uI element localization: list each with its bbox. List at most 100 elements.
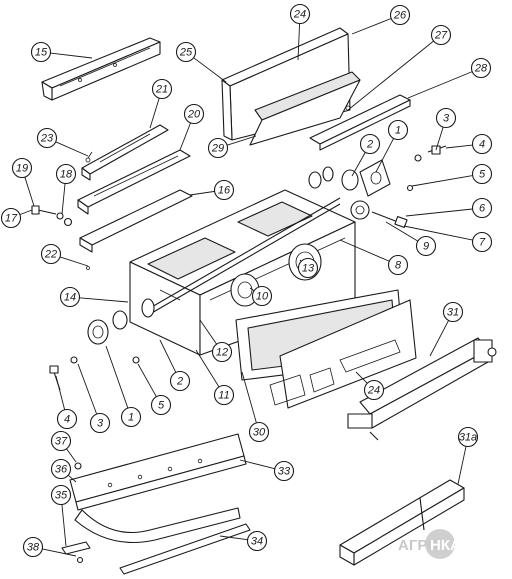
leader-line-30: [241, 371, 257, 423]
callout-number: 18: [60, 169, 73, 181]
leader-line-5: [411, 175, 473, 187]
leader-line-24: [355, 371, 368, 384]
leader-line-1: [375, 138, 394, 173]
callout-8: 8: [387, 254, 409, 276]
callout-labels: 1234567891013151617181920212223242526272…: [0, 3, 493, 558]
callout-circle: [273, 460, 295, 482]
callout-24: 24: [363, 379, 385, 401]
callout-circle: [359, 133, 381, 155]
callout-19: 19: [11, 157, 33, 179]
callout-circle: [207, 137, 229, 159]
part-15-rail: [41, 37, 161, 101]
part-34-strip: [119, 523, 251, 575]
callout-28: 28: [470, 57, 492, 79]
callout-circle: [430, 24, 452, 46]
callout-11: 11: [213, 384, 235, 406]
leader-line-12: [199, 319, 217, 345]
part-29-bar: [309, 94, 411, 151]
callout-17: 17: [0, 207, 22, 229]
callout-number: 9: [423, 241, 429, 253]
callout-circle: [470, 57, 492, 79]
callout-number: 31: [447, 307, 459, 319]
callout-circle: [248, 421, 270, 443]
callout-number: 5: [479, 169, 486, 181]
callout-circle: [289, 3, 311, 25]
callout-number: 10: [256, 291, 269, 303]
callout-number: 22: [44, 249, 57, 261]
callout-1: 1: [120, 406, 142, 428]
leader-line-3: [435, 126, 444, 151]
callout-16: 16: [213, 179, 235, 201]
callout-9: 9: [415, 235, 437, 257]
callout-4: 4: [56, 408, 78, 430]
callout-number: 24: [293, 9, 306, 21]
part-16-plate: [79, 189, 193, 253]
leader-line-2: [351, 152, 366, 177]
callout-circle: [471, 163, 493, 185]
callout-circle: [50, 484, 72, 506]
callout-circle: [175, 41, 197, 63]
leader-line-33: [239, 459, 275, 470]
callout-number: 27: [434, 30, 448, 42]
callout-number: 28: [474, 63, 488, 75]
leader-line-14: [79, 297, 129, 303]
callout-circle: [50, 430, 72, 452]
callout-4: 4: [471, 133, 493, 155]
leader-line-9: [385, 221, 419, 242]
drive-assembly-right: [341, 145, 447, 229]
part-14-shaft-end: [87, 298, 155, 345]
callout-5: 5: [471, 163, 493, 185]
callout-27: 27: [430, 24, 452, 46]
callout-5: 5: [150, 394, 172, 416]
callout-circle: [150, 394, 172, 416]
leader-line-37: [66, 448, 77, 463]
leader-line-3: [77, 363, 98, 415]
callout-circle: [55, 163, 77, 185]
leader-line-23: [55, 141, 89, 157]
callout-37: 37: [50, 430, 72, 452]
part-20-plate: [77, 149, 191, 215]
leader-line-18: [61, 183, 66, 215]
callout-34: 34: [246, 530, 268, 552]
callout-circle: [389, 4, 411, 26]
callout-circle: [183, 103, 205, 125]
callout-number: 29: [211, 143, 224, 155]
callout-circle: [442, 301, 464, 323]
callout-number: 4: [479, 139, 485, 151]
callout-circle: [415, 235, 437, 257]
leader-line-21: [149, 97, 160, 129]
leader-line-35: [61, 504, 67, 547]
callout-number: 1: [128, 412, 134, 424]
callout-number: 35: [55, 490, 68, 502]
leader-line-7: [403, 225, 473, 241]
callout-number: 31a: [459, 432, 477, 444]
callout-circle: [59, 286, 81, 308]
callout-3: 3: [435, 107, 457, 129]
callout-circle: [11, 157, 33, 179]
callout-15: 15: [30, 41, 52, 63]
callout-number: 25: [179, 47, 193, 59]
callout-20: 20: [183, 103, 205, 125]
callout-1: 1: [387, 119, 409, 141]
leader-line-17: [19, 209, 33, 216]
callout-number: 20: [187, 109, 201, 121]
callout-number: 12: [216, 347, 228, 359]
part-36-trough: [74, 507, 241, 543]
callout-2: 2: [359, 133, 381, 155]
callout-29: 29: [207, 137, 229, 159]
callout-number: 33: [278, 466, 291, 478]
leader-line-11: [195, 349, 220, 388]
callout-circle: [251, 285, 273, 307]
watermark-text-right: НКА: [430, 537, 461, 554]
leader-line-24: [297, 23, 301, 61]
leader-line-4: [445, 144, 473, 149]
fasteners-bottom: [74, 462, 84, 564]
leader-line-27: [347, 40, 434, 111]
callout-circle: [40, 243, 62, 265]
leader-line-25: [193, 57, 227, 83]
callout-circle: [169, 370, 191, 392]
callout-circle: [297, 257, 319, 279]
callout-circle: [211, 341, 233, 363]
callout-circle: [435, 107, 457, 129]
